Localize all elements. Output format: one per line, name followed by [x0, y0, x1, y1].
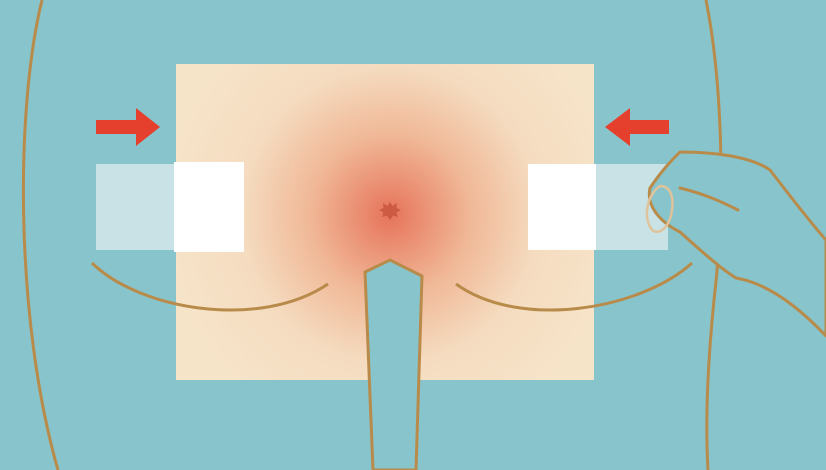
- tape-pad-left: [174, 162, 244, 252]
- arrow-right-icon: [96, 108, 160, 146]
- tape-strip-left: [96, 164, 176, 250]
- finger-crease: [678, 186, 740, 212]
- body-outline-right: [704, 0, 723, 470]
- buttock-curve-left: [90, 261, 329, 312]
- hand-pinch-icon: [645, 150, 826, 338]
- fingernail: [645, 184, 674, 233]
- arrow-left-icon: [605, 108, 669, 146]
- body-outline-left: [21, 0, 60, 470]
- star-burst-icon: [379, 202, 401, 220]
- buttock-curve-right: [455, 261, 694, 312]
- tape-pad-right: [528, 164, 596, 250]
- gluteal-cleft: [363, 258, 424, 470]
- hand: [647, 150, 826, 338]
